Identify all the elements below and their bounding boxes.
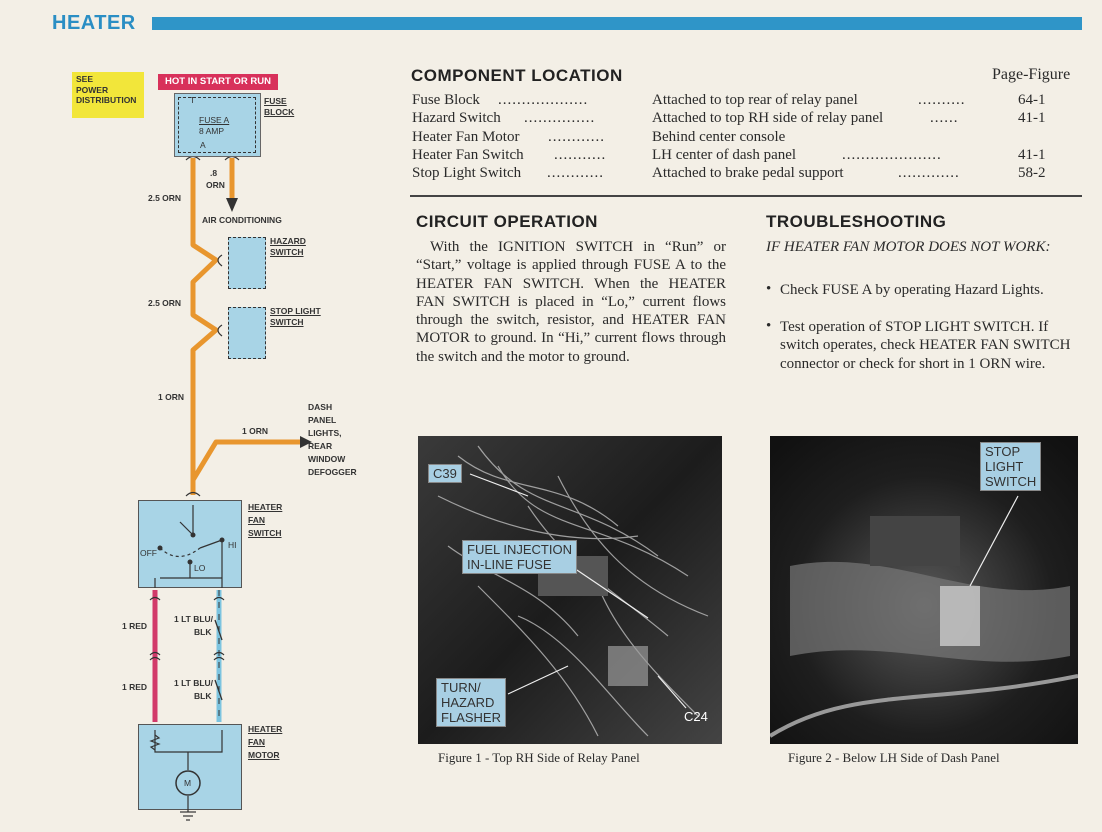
diagram-wires	[149, 155, 312, 821]
fuse-block	[174, 93, 261, 157]
figure-1-caption: Figure 1 - Top RH Side of Relay Panel	[438, 750, 640, 765]
wire-1-orn-branch	[190, 439, 300, 482]
header-bar	[152, 17, 1082, 30]
hazard-switch-box	[228, 237, 266, 289]
see-power-box: SEE POWER DISTRIBUTION	[72, 72, 144, 118]
motor-circle	[175, 770, 201, 796]
figure-2-photo: STOP LIGHT SWITCH	[770, 436, 1078, 744]
section-divider	[410, 195, 1082, 197]
troubleshooting-title: TROUBLESHOOTING	[766, 212, 947, 231]
arrow-air-conditioning	[226, 198, 238, 212]
label-c24: C24	[684, 709, 708, 724]
page-figure-header: Page-Figure	[992, 66, 1071, 83]
figure-1-photo: C39 FUEL INJECTION IN-LINE FUSE TURN/ HA…	[418, 436, 722, 744]
component-location-title: COMPONENT LOCATION	[411, 66, 623, 85]
label-fuel-injection: FUEL INJECTION IN-LINE FUSE	[462, 540, 577, 574]
wiring-diagram: SEE POWER DISTRIBUTION HOT IN START OR R…	[0, 0, 400, 832]
troubleshooting-intro: IF HEATER FAN MOTOR DOES NOT WORK:	[766, 239, 1051, 255]
label-stop-light-switch: STOP LIGHT SWITCH	[980, 442, 1042, 491]
arrow-dash-lights	[300, 436, 312, 448]
wire-25-orn-main	[190, 158, 219, 495]
circuit-operation-text: With the IGNITION SWITCH in “Run” or “St…	[416, 239, 726, 365]
label-c39: C39	[428, 464, 462, 483]
motor-symbol: M	[184, 778, 192, 788]
label-turn-hazard: TURN/ HAZARD FLASHER	[436, 678, 506, 727]
fuse-a-label: FUSE A	[199, 115, 230, 125]
hot-label: HOT IN START OR RUN	[158, 74, 278, 90]
troubleshooting-bullet: • Test operation of STOP LIGHT SWITCH. I…	[766, 318, 1071, 372]
fuse-block-inner	[178, 97, 256, 153]
stop-light-switch-box	[228, 307, 266, 359]
troubleshooting-bullet: • Check FUSE A by operating Hazard Light…	[766, 281, 1044, 298]
page-title: HEATER	[52, 12, 136, 34]
circuit-operation-title: CIRCUIT OPERATION	[416, 212, 598, 231]
figure-2-caption: Figure 2 - Below LH Side of Dash Panel	[788, 750, 1000, 765]
